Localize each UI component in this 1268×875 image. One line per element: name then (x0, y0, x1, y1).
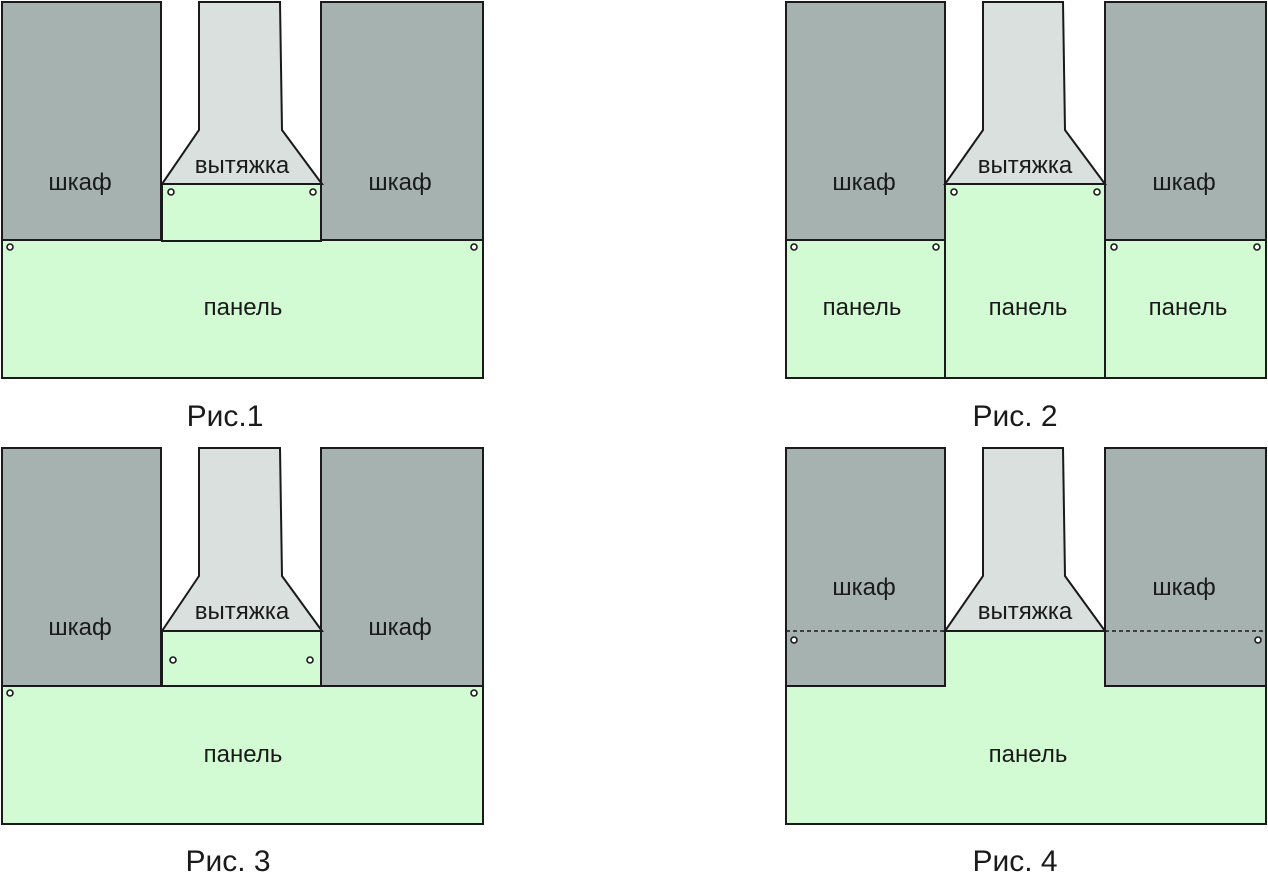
figure-2: шкаф шкаф вытяжка панель панель панель Р… (785, 1, 1267, 433)
fig2-panel-center (944, 183, 1106, 379)
figure-1: шкаф шкаф вытяжка панель Рис.1 (1, 1, 484, 433)
fig3-hole (6, 689, 14, 697)
fig3-hood (160, 447, 324, 632)
fig3-hood-label: вытяжка (195, 598, 290, 625)
fig4-cabinet-left (785, 447, 946, 687)
fig2-hole (1253, 243, 1261, 251)
fig4-hood-label: вытяжка (978, 598, 1073, 625)
fig2-hood (943, 1, 1107, 185)
fig3-caption: Рис. 3 (185, 845, 270, 875)
fig2-hole (1093, 188, 1101, 196)
fig4-cabinet-right (1104, 447, 1267, 687)
fig3-cabinet-right-label: шкаф (368, 614, 431, 641)
fig2-cabinet-left-label: шкаф (832, 169, 895, 196)
figure-3: шкаф шкаф вытяжка панель Рис. 3 (1, 447, 484, 875)
fig2-caption: Рис. 2 (972, 400, 1057, 433)
fig4-hole (1254, 636, 1262, 644)
fig2-hole (790, 243, 798, 251)
fig3-cabinet-right (320, 447, 484, 687)
fig1-cabinet-right-label: шкаф (368, 169, 431, 196)
fig2-panel-right (1104, 239, 1267, 379)
fig1-panel-label: панель (204, 294, 283, 321)
fig1-hole (309, 188, 317, 196)
fig2-panel-center-label: панель (989, 294, 1068, 321)
fig3-cabinet-left-label: шкаф (48, 614, 111, 641)
fig1-hood-label: вытяжка (195, 152, 290, 179)
fig2-hood-label: вытяжка (978, 152, 1073, 179)
fig4-cabinet-right-label: шкаф (1152, 574, 1215, 601)
fig4-caption: Рис. 4 (972, 845, 1057, 875)
fig3-hole (470, 689, 478, 697)
fig3-panel-upper (161, 630, 322, 687)
fig3-panel-label: панель (204, 741, 283, 768)
fig2-hole (1110, 243, 1118, 251)
fig1-cabinet-left (1, 1, 162, 241)
fig4-cabinet-left-label: шкаф (832, 574, 895, 601)
fig2-cabinet-right-label: шкаф (1152, 169, 1215, 196)
fig4-panel-label: панель (989, 741, 1068, 768)
fig1-hole (470, 243, 478, 251)
figure-4: шкаф шкаф вытяжка панель Рис. 4 (785, 447, 1267, 875)
fig1-panel-upper (161, 183, 322, 242)
fig2-hole (932, 243, 940, 251)
fig1-cabinet-left-label: шкаф (48, 169, 111, 196)
fig1-hole (6, 243, 14, 251)
fig2-panel-left-label: панель (823, 294, 902, 321)
fig1-caption: Рис.1 (187, 400, 264, 433)
fig2-cabinet-left (785, 1, 946, 241)
fig2-hole (950, 188, 958, 196)
fig1-hole (167, 188, 175, 196)
fig3-hole (306, 656, 314, 664)
fig4-hole (790, 636, 798, 644)
fig2-panel-right-label: панель (1149, 294, 1228, 321)
fig3-panel (1, 685, 484, 825)
fig1-panel (1, 239, 484, 379)
fig1-cabinet-right (320, 1, 484, 241)
fig3-hole (169, 656, 177, 664)
fig2-cabinet-right (1104, 1, 1267, 241)
fig3-cabinet-left (1, 447, 162, 687)
fig1-hood (160, 1, 324, 185)
